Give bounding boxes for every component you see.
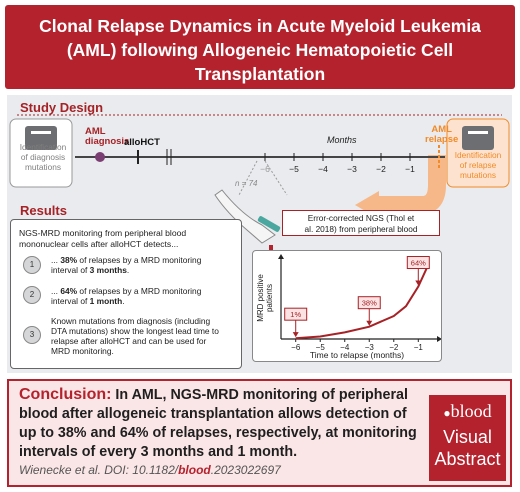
tick-label: −6 <box>260 164 270 174</box>
conclusion-text: Conclusion: In AML, NGS-MRD monitoring o… <box>19 385 419 462</box>
blood-visual-abstract-logo: ●blood Visual Abstract <box>429 395 506 481</box>
logo-brand: ●blood <box>443 401 492 421</box>
tick-label: −1 <box>405 164 415 174</box>
item-number: 1 <box>23 256 41 274</box>
callout-label: 1% <box>290 310 301 319</box>
item-number: 2 <box>23 286 41 304</box>
months-label: Months <box>327 135 357 145</box>
callout-arrowhead <box>366 320 373 326</box>
relapse-mutations-label: Identification of relapse mutations <box>454 150 502 180</box>
ngs-method-box: Error-corrected NGS (Thol et al. 2018) f… <box>282 210 440 236</box>
syringe-icon <box>257 216 281 232</box>
callout-arrowhead <box>415 280 422 286</box>
conclusion-box: Conclusion: In AML, NGS-MRD monitoring o… <box>7 379 512 487</box>
title-banner <box>5 5 515 89</box>
callout-box <box>406 256 430 270</box>
results-intro: NGS-MRD monitoring from peripheral blood… <box>19 228 187 249</box>
x-tick-label: −5 <box>316 343 326 352</box>
y-axis-label: patients <box>265 284 274 312</box>
callout-box <box>284 307 308 321</box>
callout-box <box>357 296 381 310</box>
x-axis-arrow <box>437 336 442 342</box>
aml-relapse-label: AML relapse <box>425 124 459 145</box>
tick-label: −4 <box>318 164 328 174</box>
arm-graphic <box>214 189 276 244</box>
logo-line2: Abstract <box>434 449 501 469</box>
ngs-method-text: Error-corrected NGS (Thol et al. 2018) f… <box>304 213 418 234</box>
x-tick-label: −4 <box>340 343 350 352</box>
aml-diagnosis-label: AML diagnosis <box>85 126 130 147</box>
results-heading: Results <box>20 203 67 218</box>
tick-label: −2 <box>376 164 386 174</box>
tick-label: −3 <box>347 164 357 174</box>
result-item-2: ... 64% of relapses by a MRD monitoring … <box>51 286 202 306</box>
mrd-curve <box>295 264 430 340</box>
page-title: Clonal Relapse Dynamics in Acute Myeloid… <box>39 16 481 84</box>
x-tick-label: −3 <box>365 343 375 352</box>
conclusion-body: In AML, NGS-MRD monitoring of peripheral… <box>19 387 417 460</box>
logo-line1: Visual <box>443 427 492 447</box>
diagnosis-mutations-label: Identification of diagnosis mutations <box>19 142 67 172</box>
y-axis-arrow <box>278 254 284 259</box>
citation: Wienecke et al. DOI: 10.1182/blood.20230… <box>19 463 281 477</box>
callout-label: 38% <box>362 299 377 308</box>
sequencer-right-icon <box>462 126 494 150</box>
relapse-flow-arrow <box>377 155 446 214</box>
result-item-3: Known mutations from diagnosis (includin… <box>51 316 219 356</box>
diagnosis-marker <box>95 152 105 162</box>
results-box: NGS-MRD monitoring from peripheral blood… <box>10 219 242 369</box>
x-tick-label: −1 <box>414 343 424 352</box>
x-tick-label: −2 <box>389 343 399 352</box>
item-number: 3 <box>23 326 41 344</box>
tick-label: −5 <box>289 164 299 174</box>
month-ticks <box>264 153 411 161</box>
sample-size-label: n = 74 <box>235 179 258 188</box>
conclusion-label: Conclusion: <box>19 386 112 403</box>
callout-arrowhead <box>292 332 299 338</box>
x-axis-label: Time to relapse (months) <box>310 350 404 360</box>
callout-label: 64% <box>411 259 426 268</box>
x-tick-label: −6 <box>291 343 301 352</box>
drop-icon: ● <box>443 406 451 420</box>
study-design-heading: Study Design <box>20 100 104 115</box>
y-axis-label: MRD positive <box>256 274 265 322</box>
allohct-label: alloHCT <box>124 137 160 148</box>
result-item-1: ... 38% of relapses by a MRD monitoring … <box>51 255 202 275</box>
